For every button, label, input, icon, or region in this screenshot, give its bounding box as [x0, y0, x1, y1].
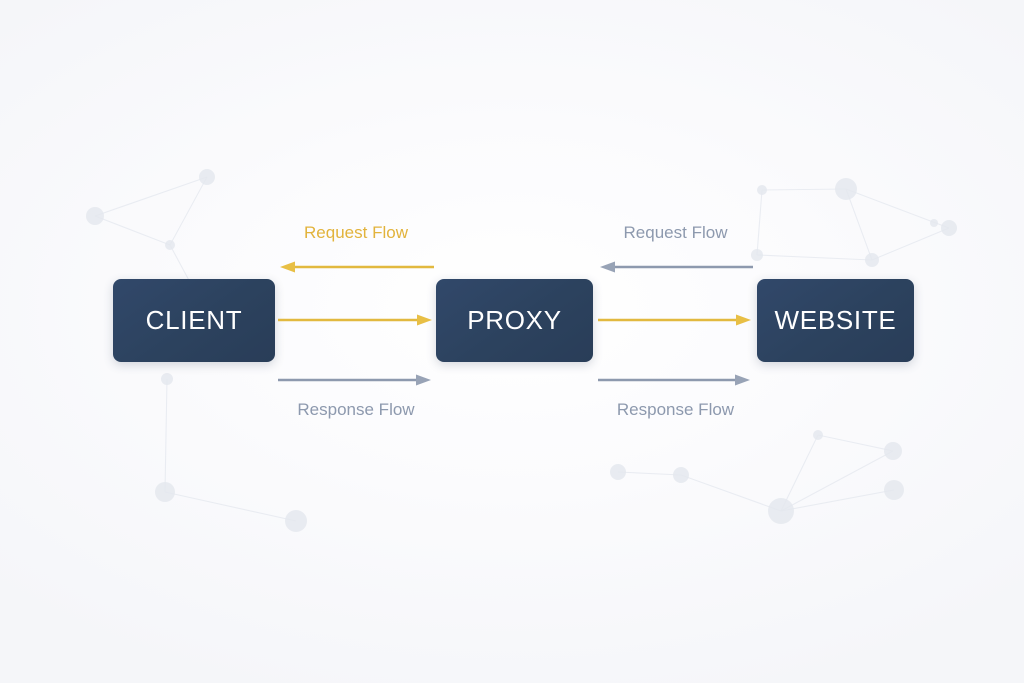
node-client[interactable]: CLIENT [113, 279, 275, 362]
request-flow-label-client-proxy: Request Flow [304, 223, 408, 242]
arrow-forward-proxy-website [598, 314, 753, 326]
arrow-response-proxy-website [598, 374, 753, 386]
arrow-request-proxy-website [598, 261, 753, 273]
arrow-right-gold-icon [598, 314, 751, 326]
request-flow-label-proxy-website: Request Flow [623, 223, 728, 242]
node-proxy-label: PROXY [467, 305, 562, 335]
node-client-label: CLIENT [145, 305, 243, 335]
arrow-right-gray-icon [598, 374, 750, 386]
arrow-right-gray-icon [278, 374, 431, 386]
arrow-right-gold-icon [278, 314, 432, 326]
arrow-left-gold-icon [280, 261, 434, 273]
flow-group-proxy-website: Request Flow Response Flow [598, 215, 753, 440]
arrow-request-client-proxy [278, 261, 434, 273]
node-website[interactable]: WEBSITE [757, 279, 914, 362]
arrow-forward-client-proxy [278, 314, 434, 326]
flow-group-client-proxy: Request Flow Response Flow [278, 215, 434, 440]
arrow-response-client-proxy [278, 374, 434, 386]
arrow-left-gray-icon [600, 261, 753, 273]
response-flow-label-proxy-website: Response Flow [616, 400, 735, 419]
node-website-label: WEBSITE [774, 305, 897, 335]
node-proxy[interactable]: PROXY [436, 279, 593, 362]
response-flow-label-client-proxy: Response Flow [297, 400, 415, 419]
